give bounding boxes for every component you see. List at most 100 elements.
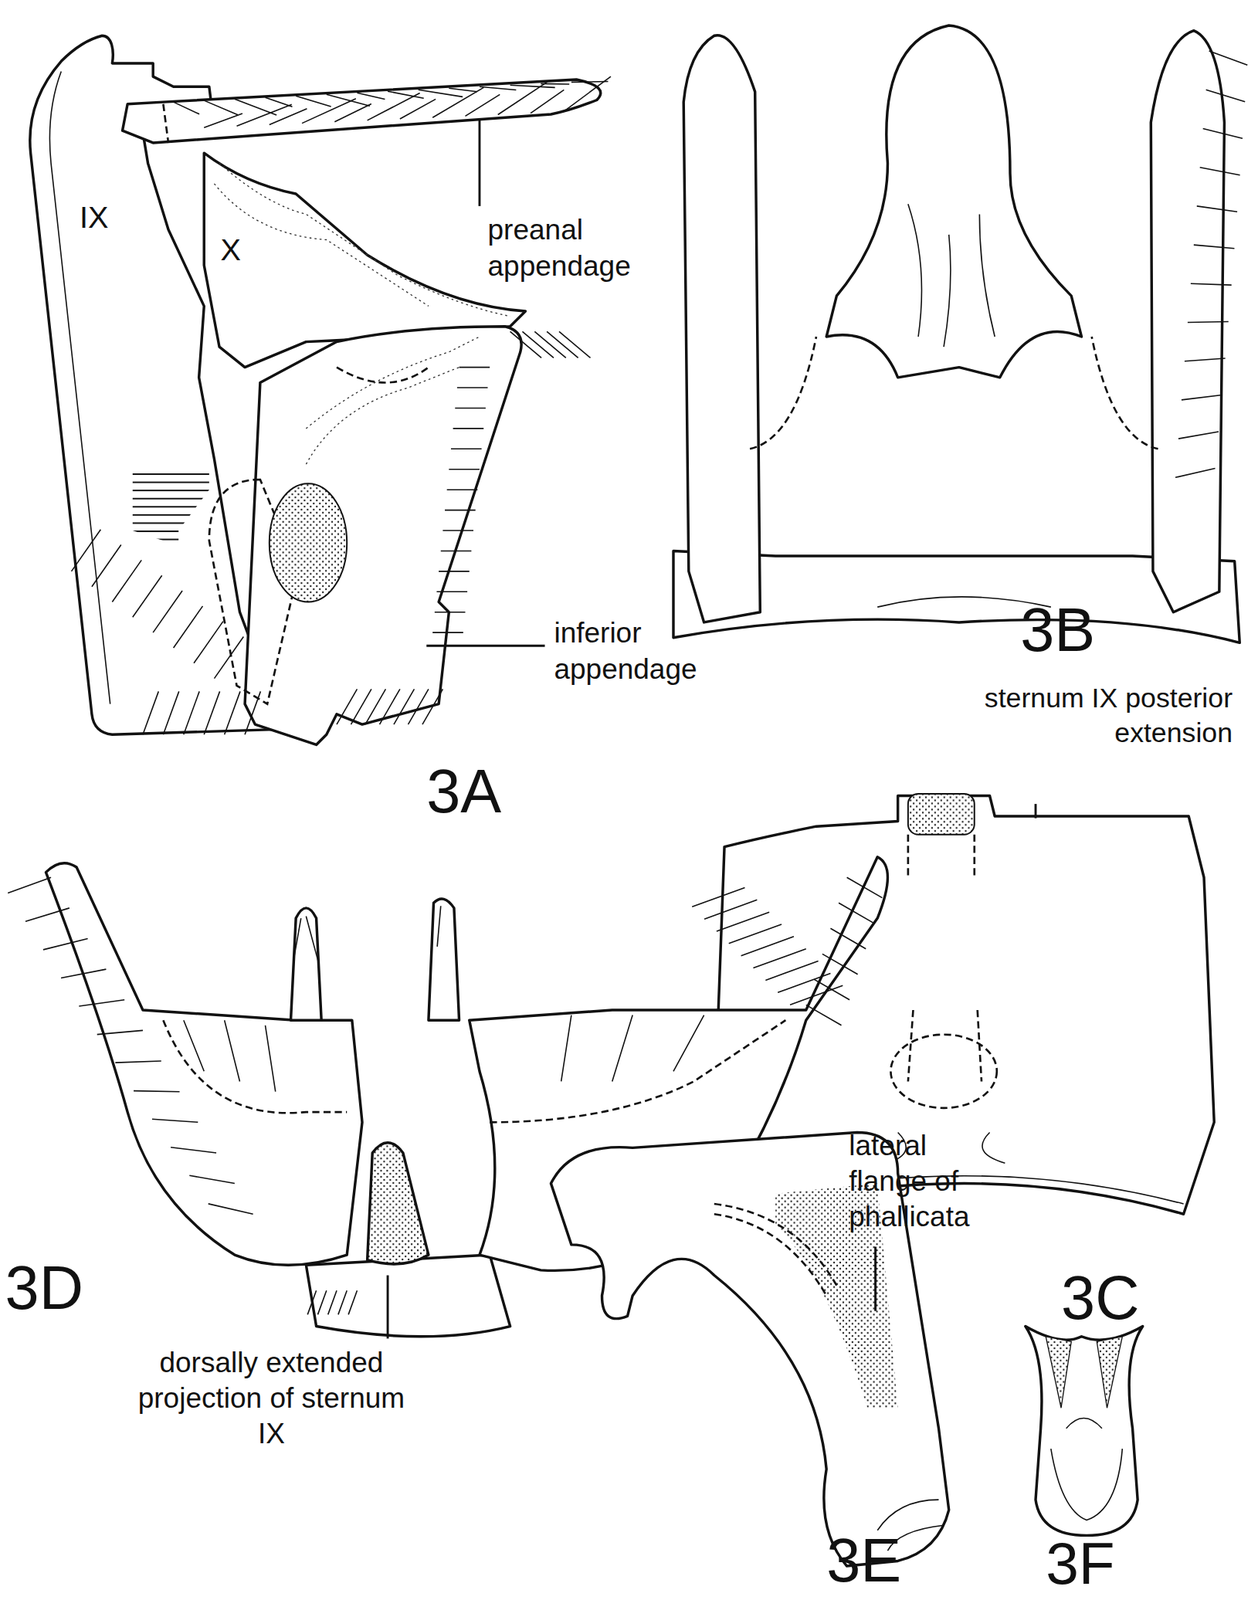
phallus-lateral	[550, 1132, 949, 1567]
seta	[562, 76, 611, 112]
seta	[213, 636, 244, 679]
seta	[704, 899, 757, 919]
seta	[432, 87, 484, 118]
dorsal-view	[673, 25, 1240, 643]
seta	[1200, 167, 1241, 176]
seta	[434, 611, 466, 614]
seta	[813, 979, 850, 1000]
seta	[546, 331, 578, 358]
seta	[522, 331, 553, 358]
seta	[301, 98, 357, 124]
part-label: inferior appendage	[553, 615, 717, 687]
seta	[1184, 358, 1226, 362]
seta	[208, 1203, 254, 1214]
seta	[203, 113, 243, 128]
lateral-view	[30, 35, 601, 745]
seta	[691, 887, 745, 907]
seta	[1178, 431, 1219, 439]
seta	[203, 691, 220, 735]
seta	[152, 590, 183, 633]
seta	[43, 939, 89, 950]
seta	[338, 1290, 347, 1315]
seta	[830, 928, 866, 949]
seta	[132, 575, 163, 618]
seta	[1175, 467, 1215, 478]
seta	[510, 84, 556, 88]
seta	[1209, 50, 1248, 65]
seta	[436, 591, 468, 594]
seta	[530, 89, 564, 113]
figure-number: 3E	[826, 1530, 902, 1592]
setae	[7, 50, 1248, 1315]
seta	[203, 100, 238, 116]
seta	[559, 331, 591, 358]
seta	[305, 915, 318, 960]
seta	[838, 902, 875, 923]
seta	[326, 94, 370, 106]
figure-number: 3B	[1020, 600, 1096, 662]
seta	[78, 1000, 125, 1007]
seta	[729, 924, 782, 944]
seta	[765, 961, 818, 981]
seta	[440, 550, 472, 553]
seta	[294, 918, 302, 959]
seta	[61, 969, 106, 978]
seta	[438, 570, 470, 573]
seta	[400, 98, 436, 119]
figure-number: 3C	[1061, 1268, 1140, 1330]
seta	[459, 366, 491, 369]
seta	[1203, 128, 1243, 139]
seta	[822, 953, 858, 974]
seta	[448, 88, 478, 92]
phallus-dorsal	[1025, 1326, 1143, 1537]
seta	[307, 1290, 316, 1315]
seta	[777, 973, 831, 993]
seta	[269, 108, 308, 126]
seta	[437, 905, 441, 947]
seta	[716, 912, 770, 932]
seta	[348, 1290, 357, 1315]
seta	[444, 509, 476, 512]
seta	[183, 691, 200, 735]
seta	[510, 331, 542, 358]
seta	[457, 386, 489, 389]
seta	[162, 691, 179, 735]
figure-number: 3F	[1045, 1533, 1115, 1594]
seta	[25, 908, 70, 922]
seta	[790, 985, 843, 1005]
seta	[224, 691, 241, 735]
seta	[448, 468, 480, 471]
seta	[295, 95, 331, 107]
seta	[387, 91, 424, 99]
seta	[317, 1290, 326, 1315]
seta	[534, 331, 566, 358]
seta	[152, 1118, 198, 1123]
seta	[133, 1091, 180, 1092]
seta	[1196, 206, 1238, 212]
seta	[1190, 283, 1232, 285]
segment-label: X	[220, 230, 241, 270]
seta	[173, 606, 204, 648]
seta	[328, 1290, 337, 1315]
seta	[1187, 321, 1229, 324]
part-label: sternum IX posterior extension	[959, 681, 1233, 751]
part-label: preanal appendage	[488, 212, 652, 284]
seta	[173, 101, 201, 115]
seta	[450, 448, 482, 451]
seta	[464, 94, 500, 116]
seta	[418, 89, 463, 97]
seta	[432, 631, 464, 634]
seta	[356, 92, 385, 99]
seta	[447, 488, 479, 491]
figure-number: 3A	[426, 761, 502, 823]
segment-label: IX	[79, 197, 109, 237]
seta	[479, 86, 516, 90]
seta	[237, 104, 292, 126]
seta	[847, 877, 883, 898]
seta	[1193, 244, 1235, 249]
seta	[454, 407, 486, 410]
seta	[741, 936, 794, 957]
seta	[244, 691, 261, 735]
part-label: lateral flange of phallicata	[848, 1127, 1002, 1235]
seta	[752, 949, 806, 969]
